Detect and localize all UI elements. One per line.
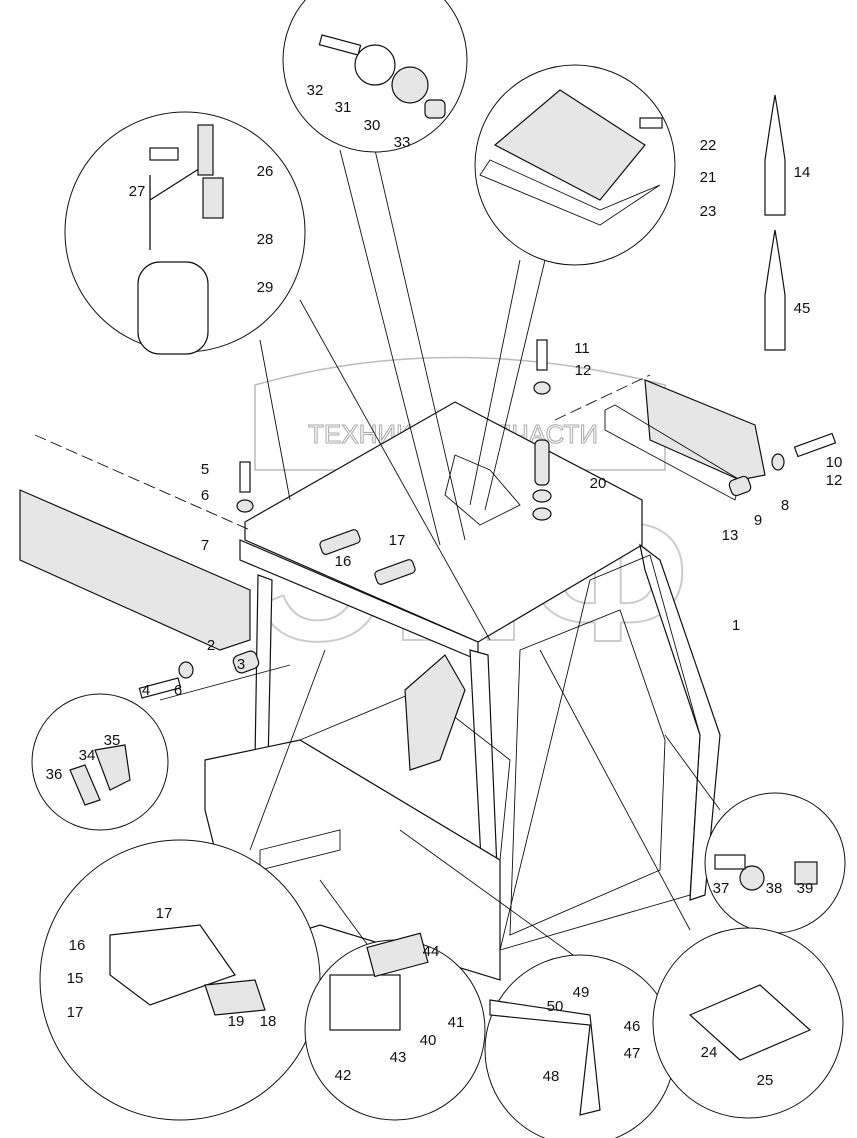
callout-14: 14 [794, 164, 811, 181]
callout-7: 7 [201, 537, 209, 554]
part-detail [714, 854, 746, 870]
callout-29: 29 [257, 279, 274, 296]
leader-line [249, 649, 326, 851]
callout-12: 12 [575, 362, 592, 379]
part-detail [424, 99, 446, 119]
part-detail [137, 261, 209, 355]
callout-2: 2 [207, 637, 215, 654]
callout-41: 41 [448, 1014, 465, 1031]
callout-20: 20 [590, 475, 607, 492]
leader-line [469, 259, 521, 506]
part-detail [318, 34, 362, 56]
front-panel [19, 489, 251, 651]
part-detail [391, 66, 429, 104]
part-detail [149, 164, 206, 250]
leader-line [539, 649, 691, 931]
detail-circles [31, 0, 846, 1138]
callout-15: 15 [67, 970, 84, 987]
callout-28: 28 [257, 231, 274, 248]
part-detail [69, 764, 101, 806]
leader-line [374, 149, 466, 541]
callout-30: 30 [364, 117, 381, 134]
callout-9: 9 [754, 512, 762, 529]
part-detail [354, 44, 396, 86]
part-detail [366, 932, 429, 978]
callout-10: 10 [826, 454, 843, 471]
callout-42: 42 [335, 1067, 352, 1084]
leader-line [299, 299, 491, 641]
callout-8: 8 [781, 497, 789, 514]
callout-32: 32 [307, 82, 324, 99]
callout-6: 6 [174, 682, 182, 699]
callout-47: 47 [624, 1045, 641, 1062]
callout-3: 3 [237, 656, 245, 673]
callout-6: 6 [201, 487, 209, 504]
callout-24: 24 [701, 1044, 718, 1061]
callout-1: 1 [732, 617, 740, 634]
leader-line [319, 879, 376, 956]
part-detail [493, 89, 646, 201]
part-detail [94, 744, 131, 791]
rear-panel [644, 379, 766, 481]
part-detail [197, 124, 214, 176]
part-detail [109, 924, 236, 1006]
callout-22: 22 [700, 137, 717, 154]
callout-21: 21 [700, 169, 717, 186]
callout-12: 12 [826, 472, 843, 489]
callout-38: 38 [766, 880, 783, 897]
callout-17: 17 [389, 532, 406, 549]
callout-16: 16 [335, 553, 352, 570]
callout-37: 37 [713, 880, 730, 897]
part-detail [329, 974, 401, 1031]
callout-17: 17 [67, 1004, 84, 1021]
callout-27: 27 [129, 183, 146, 200]
callout-40: 40 [420, 1032, 437, 1049]
callout-31: 31 [335, 99, 352, 116]
callout-33: 33 [394, 134, 411, 151]
part-detail [794, 861, 818, 885]
callout-45: 45 [794, 300, 811, 317]
callout-50: 50 [547, 998, 564, 1015]
leader-lines [159, 149, 721, 961]
callout-43: 43 [390, 1049, 407, 1066]
callout-16: 16 [69, 937, 86, 954]
callout-48: 48 [543, 1068, 560, 1085]
part-detail [202, 177, 224, 219]
callout-13: 13 [722, 527, 739, 544]
part-detail [489, 999, 601, 1116]
callout-49: 49 [573, 984, 590, 1001]
callout-23: 23 [700, 203, 717, 220]
callout-36: 36 [46, 766, 63, 783]
leader-line [664, 734, 721, 811]
part-detail [204, 979, 266, 1016]
callout-5: 5 [201, 461, 209, 478]
callout-11: 11 [574, 340, 590, 357]
part-detail [479, 159, 661, 226]
part-detail [639, 117, 663, 129]
callout-39: 39 [797, 880, 814, 897]
callout-26: 26 [257, 163, 274, 180]
callout-19: 19 [228, 1013, 245, 1030]
callout-34: 34 [79, 747, 96, 764]
callout-46: 46 [624, 1018, 641, 1035]
callout-44: 44 [423, 943, 440, 960]
cab-assembly [19, 94, 837, 981]
part-detail [739, 865, 765, 891]
leader-line [339, 149, 441, 546]
callout-17: 17 [156, 905, 173, 922]
callout-35: 35 [104, 732, 121, 749]
leader-line [259, 339, 291, 501]
part-detail [149, 147, 179, 161]
leader-line [484, 259, 546, 511]
callout-25: 25 [757, 1072, 774, 1089]
callout-18: 18 [260, 1013, 277, 1030]
leader-line [159, 664, 291, 701]
part-detail [688, 984, 812, 1061]
leader-line [399, 829, 581, 961]
callout-4: 4 [142, 682, 150, 699]
